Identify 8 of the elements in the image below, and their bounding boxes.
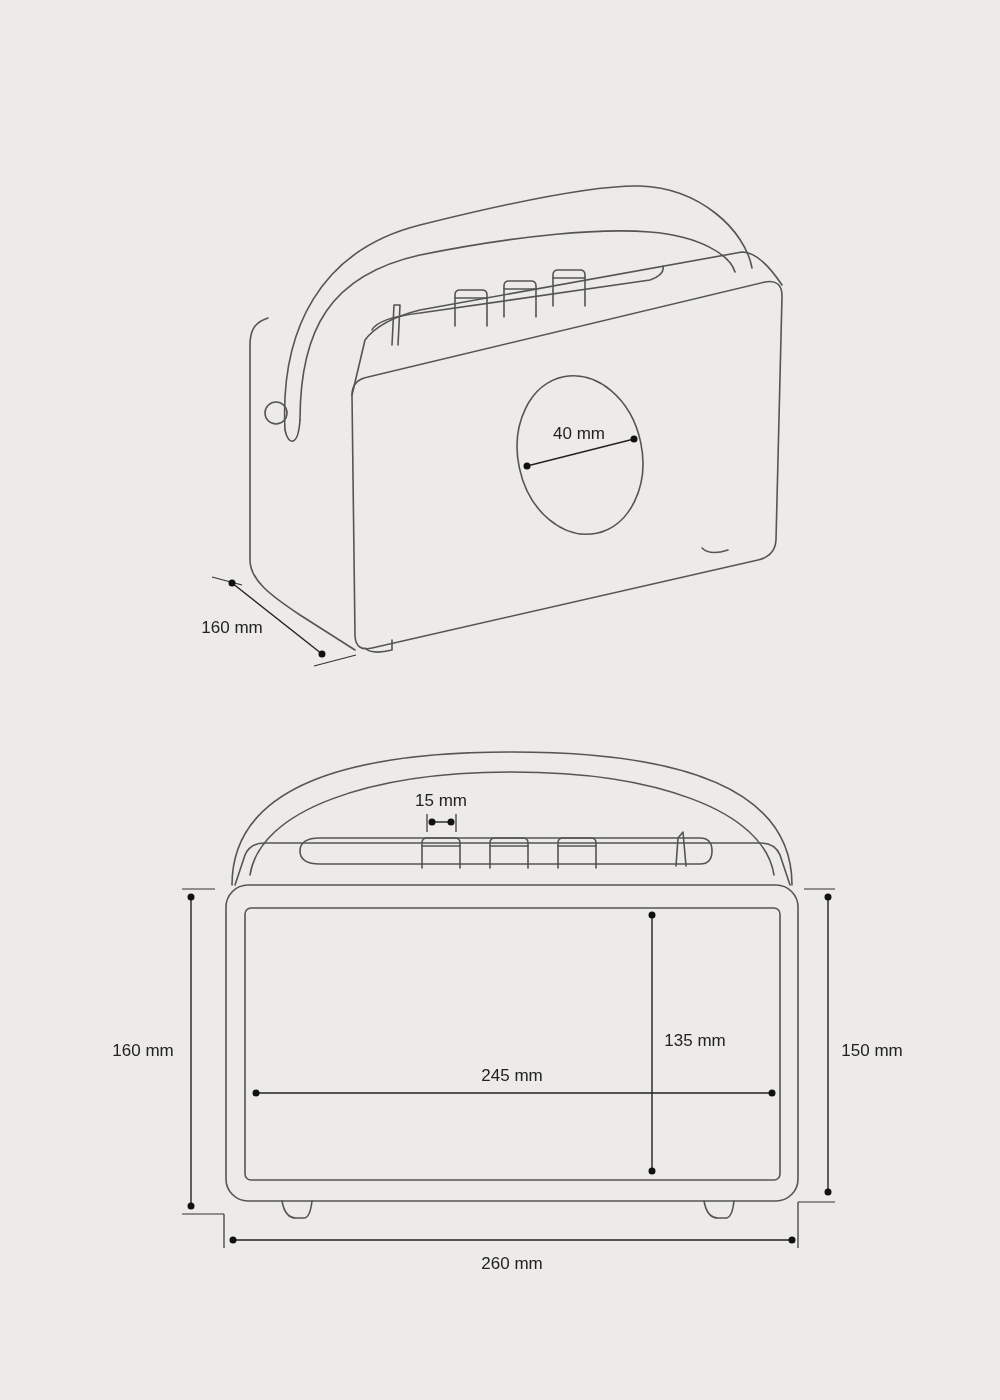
dimension-label: 160 mm <box>112 1041 174 1059</box>
dimension-label: 135 mm <box>664 1031 726 1049</box>
dimension-label: 15 mm <box>415 791 467 809</box>
dimension-label: 160 mm <box>201 618 263 636</box>
dimension-label: 260 mm <box>481 1254 543 1272</box>
dimension-label: 40 mm <box>553 424 605 442</box>
dimension-label: 245 mm <box>481 1066 543 1084</box>
dimension-label: 150 mm <box>841 1041 903 1059</box>
